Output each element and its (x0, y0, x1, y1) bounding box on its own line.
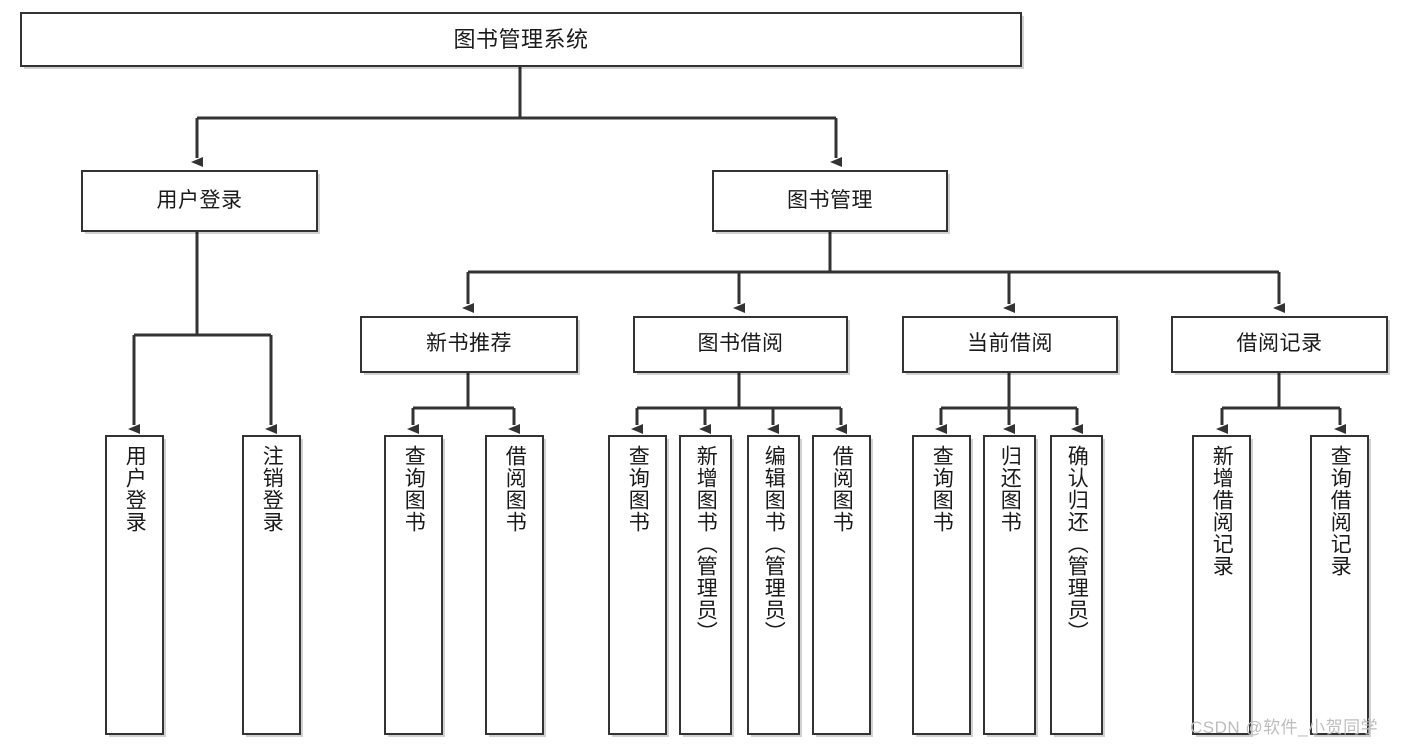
node-book-manage[interactable]: 图书管理 (712, 170, 948, 232)
node-leaf-borrow-book-2[interactable]: 借阅图书 (812, 435, 871, 735)
node-leaf-edit-book[interactable]: 编辑图书（管理员） (747, 435, 800, 735)
node-current-borrow[interactable]: 当前借阅 (902, 316, 1118, 373)
node-leaf-query-book-1[interactable]: 查询图书 (384, 435, 443, 735)
node-label: 图书管理 (787, 188, 873, 212)
node-label: 查询图书 (402, 445, 426, 533)
node-leaf-return-book[interactable]: 归还图书 (983, 435, 1036, 735)
node-label: 图书管理系统 (453, 26, 589, 52)
node-leaf-add-book[interactable]: 新增图书（管理员） (679, 435, 732, 735)
node-label: 用户登录 (156, 188, 243, 212)
node-book-borrow[interactable]: 图书借阅 (633, 316, 848, 373)
node-leaf-logout[interactable]: 注销登录 (242, 435, 301, 735)
node-label: 新增借阅记录 (1210, 445, 1234, 577)
node-label: 注销登录 (260, 445, 284, 533)
node-leaf-query-book-3[interactable]: 查询图书 (912, 435, 971, 735)
node-label: 查询图书 (626, 445, 650, 533)
node-label: 查询图书 (930, 445, 954, 533)
node-leaf-borrow-book-1[interactable]: 借阅图书 (485, 435, 544, 735)
node-root-book-management-system[interactable]: 图书管理系统 (20, 12, 1022, 67)
node-borrow-record[interactable]: 借阅记录 (1171, 316, 1388, 373)
watermark: CSDN @软件_小贺同学 (1190, 718, 1379, 737)
node-leaf-user-login[interactable]: 用户登录 (105, 435, 164, 735)
node-label: 查询借阅记录 (1328, 445, 1352, 577)
node-leaf-query-record[interactable]: 查询借阅记录 (1310, 435, 1369, 735)
node-user-login[interactable]: 用户登录 (81, 170, 318, 232)
node-label: 编辑图书（管理员） (762, 445, 786, 643)
node-leaf-add-record[interactable]: 新增借阅记录 (1192, 435, 1251, 735)
node-label: 新书推荐 (426, 332, 512, 356)
node-label: 归还图书 (998, 445, 1022, 533)
node-new-book-recommend[interactable]: 新书推荐 (360, 316, 578, 373)
node-label: 借阅记录 (1236, 332, 1323, 356)
node-label: 新增图书（管理员） (694, 445, 718, 643)
node-label: 借阅图书 (503, 445, 527, 533)
node-label: 确认归还（管理员） (1065, 445, 1089, 643)
node-label: 借阅图书 (830, 445, 854, 533)
node-label: 当前借阅 (967, 332, 1053, 356)
node-label: 用户登录 (123, 445, 147, 533)
node-leaf-query-book-2[interactable]: 查询图书 (608, 435, 667, 735)
node-label: 图书借阅 (697, 332, 784, 356)
node-leaf-confirm-return[interactable]: 确认归还（管理员） (1050, 435, 1103, 735)
